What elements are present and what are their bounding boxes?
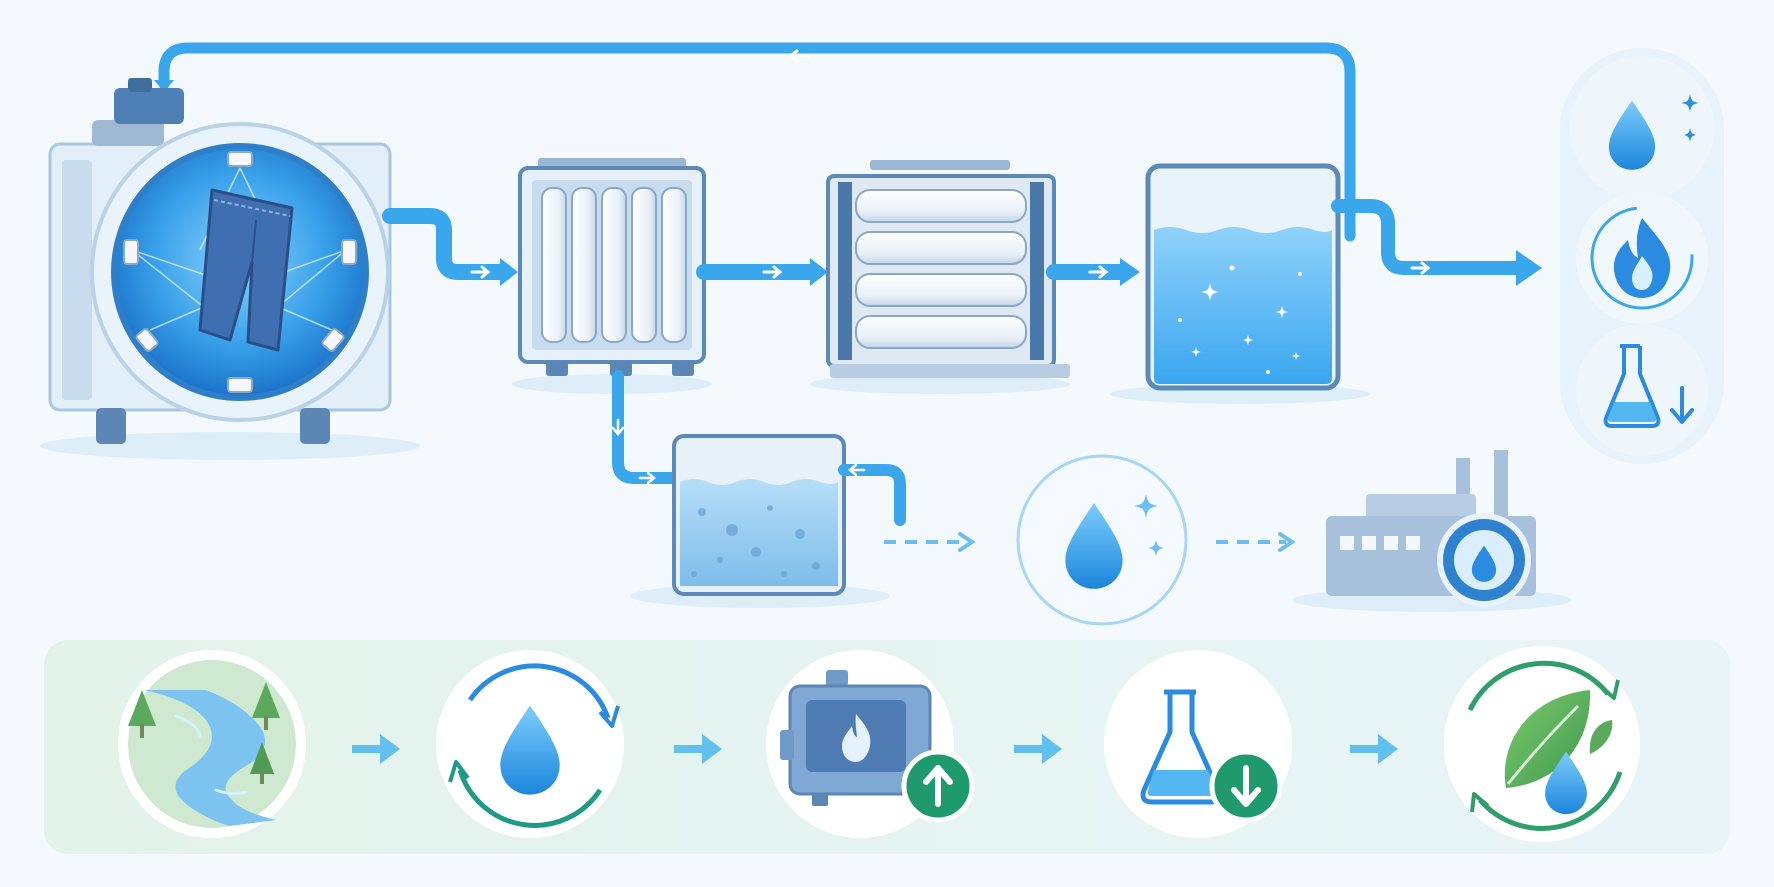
- benefits-band: [44, 640, 1730, 854]
- horizontal-membrane-unit: [810, 160, 1070, 394]
- washing-machine: [40, 78, 420, 460]
- connector-3: [1014, 734, 1062, 764]
- return-arrow-icon: [788, 49, 810, 63]
- energy-outcome: [1576, 192, 1708, 324]
- sparkling-drop-icon: [1608, 94, 1699, 170]
- pump-motor: [114, 88, 184, 124]
- recovered-water: [1016, 454, 1188, 626]
- denim-jeans-icon: [198, 188, 294, 352]
- chevron-arrow-icon: [674, 734, 722, 764]
- circular-water-drop-icon: [448, 663, 620, 828]
- energy-recovery: [766, 650, 975, 838]
- flask-down-arrow-icon: [1603, 344, 1694, 428]
- connector-1: [352, 734, 400, 764]
- recirculation-loop: [154, 42, 1356, 242]
- sparkling-water-tank-icon: [1178, 265, 1302, 374]
- chemical-reduction: [1104, 650, 1292, 838]
- flame-icon: [1613, 218, 1671, 298]
- chevron-arrow-icon: [1014, 734, 1062, 764]
- vertical-filter-cartridges-icon: [541, 187, 687, 343]
- pipe-filter-to-membrane: [696, 258, 828, 286]
- outcomes-column: [1560, 48, 1724, 464]
- leaf-drop-cycle-icon: [1467, 660, 1623, 831]
- pipe-tank-to-outcomes: [1331, 199, 1542, 286]
- clean-water-outcome: [1570, 56, 1714, 200]
- flask-down-arrow-icon: [1140, 689, 1283, 823]
- factory-reuse: [1292, 450, 1572, 612]
- sludge-tank: [630, 434, 906, 608]
- horizontal-membrane-modules-icon: [855, 189, 1027, 349]
- chevron-arrow-icon: [352, 734, 400, 764]
- river-protection: [118, 650, 306, 838]
- connector-2: [674, 734, 722, 764]
- chevron-arrow-icon: [1350, 734, 1398, 764]
- factory-water-icon: [1326, 450, 1536, 607]
- dashed-flow-to-factory: [1216, 532, 1296, 552]
- dashed-flow-to-recovered-water: [884, 532, 976, 552]
- pipe-membrane-to-tank: [1046, 258, 1140, 286]
- sludge-branch-pipe: [611, 370, 682, 485]
- boiler-up-arrow-icon: [780, 670, 975, 823]
- clean-water-tank: [1110, 163, 1370, 404]
- connector-4: [1350, 734, 1398, 764]
- pipe-machine-to-filter: [382, 208, 518, 286]
- sustainability: [1444, 646, 1640, 842]
- water-recycling: [436, 650, 624, 838]
- chemical-reduction-outcome: [1576, 324, 1708, 456]
- vertical-membrane-filter: [512, 158, 712, 394]
- river-landscape-icon: [128, 660, 296, 828]
- settling-tank-icon: [680, 479, 838, 586]
- water-drop-sparkle-icon: [1065, 494, 1164, 589]
